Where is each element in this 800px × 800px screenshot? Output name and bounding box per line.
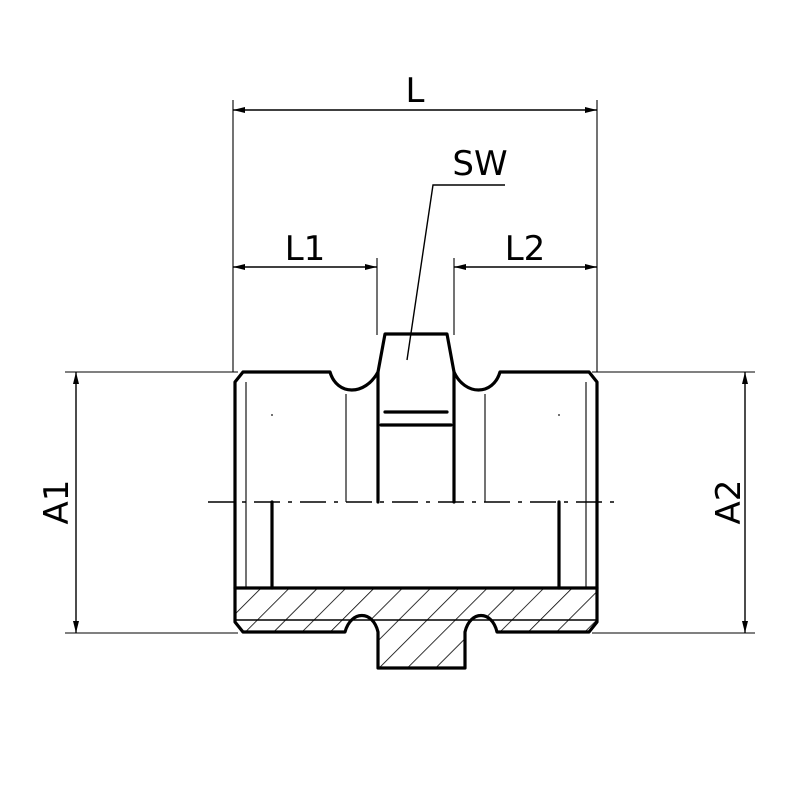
dim-label-SW: SW <box>452 144 507 184</box>
extension-lines <box>65 100 755 634</box>
dim-label-A2: A2 <box>709 480 749 525</box>
dimension-A2: A2 <box>709 372 749 633</box>
dimension-A1: A1 <box>37 372 79 633</box>
fitting-body <box>233 332 599 590</box>
dimension-SW: SW <box>406 144 508 361</box>
dim-label-L2: L2 <box>505 229 546 269</box>
dim-label-L1: L1 <box>285 229 326 269</box>
dimension-L2: L2 <box>454 229 597 270</box>
dimension-L: L <box>233 71 597 113</box>
section-view <box>233 586 599 670</box>
dim-label-A1: A1 <box>37 480 77 525</box>
dim-label-L: L <box>406 71 425 111</box>
dimension-L1: L1 <box>233 229 377 270</box>
